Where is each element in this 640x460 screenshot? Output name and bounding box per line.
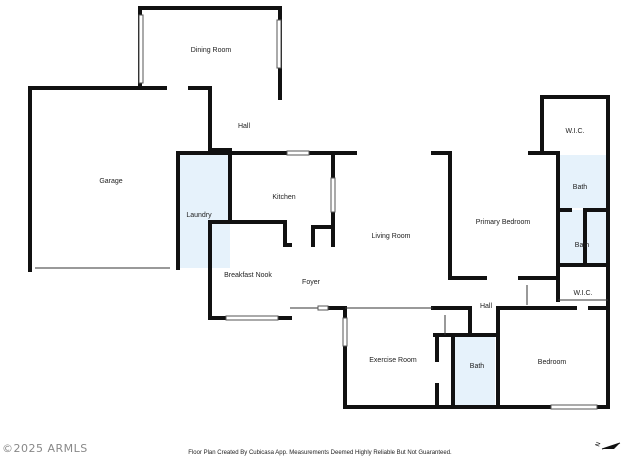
room-label-garage: Garage xyxy=(99,178,122,185)
room-label-hall-lower: Hall xyxy=(480,303,493,310)
room-label-bath-upper: Bath xyxy=(573,184,588,191)
room-label-bedroom: Bedroom xyxy=(538,359,567,366)
room-label-bath-middle: Bath xyxy=(575,242,590,249)
bath-upper-fill xyxy=(560,155,607,208)
room-label-exercise: Exercise Room xyxy=(369,357,417,364)
room-label-laundry: Laundry xyxy=(186,212,212,219)
thin-lines xyxy=(35,267,608,335)
room-label-living: Living Room xyxy=(372,233,411,240)
room-label-primary-bedroom: Primary Bedroom xyxy=(476,219,531,226)
walls xyxy=(28,6,610,409)
room-label-wic-lower: W.I.C. xyxy=(573,290,592,297)
windows xyxy=(138,14,598,410)
north-label: N xyxy=(594,441,602,448)
plan-caption: Floor Plan Created By Cubicasa App. Meas… xyxy=(188,450,452,456)
room-label-foyer: Foyer xyxy=(302,279,321,286)
room-label-bath-lower: Bath xyxy=(470,363,485,370)
room-label-hall-upper: Hall xyxy=(238,123,251,130)
room-label-wic-upper: W.I.C. xyxy=(565,128,584,135)
north-arrow-icon xyxy=(601,442,621,450)
laundry-fill xyxy=(180,153,230,268)
room-label-kitchen: Kitchen xyxy=(272,194,295,201)
watermark: ©2025 ARMLS xyxy=(2,442,88,455)
room-label-dining: Dining Room xyxy=(191,47,232,54)
room-label-breakfast: Breakfast Nook xyxy=(224,272,272,279)
bath-lower-fill xyxy=(455,335,495,405)
